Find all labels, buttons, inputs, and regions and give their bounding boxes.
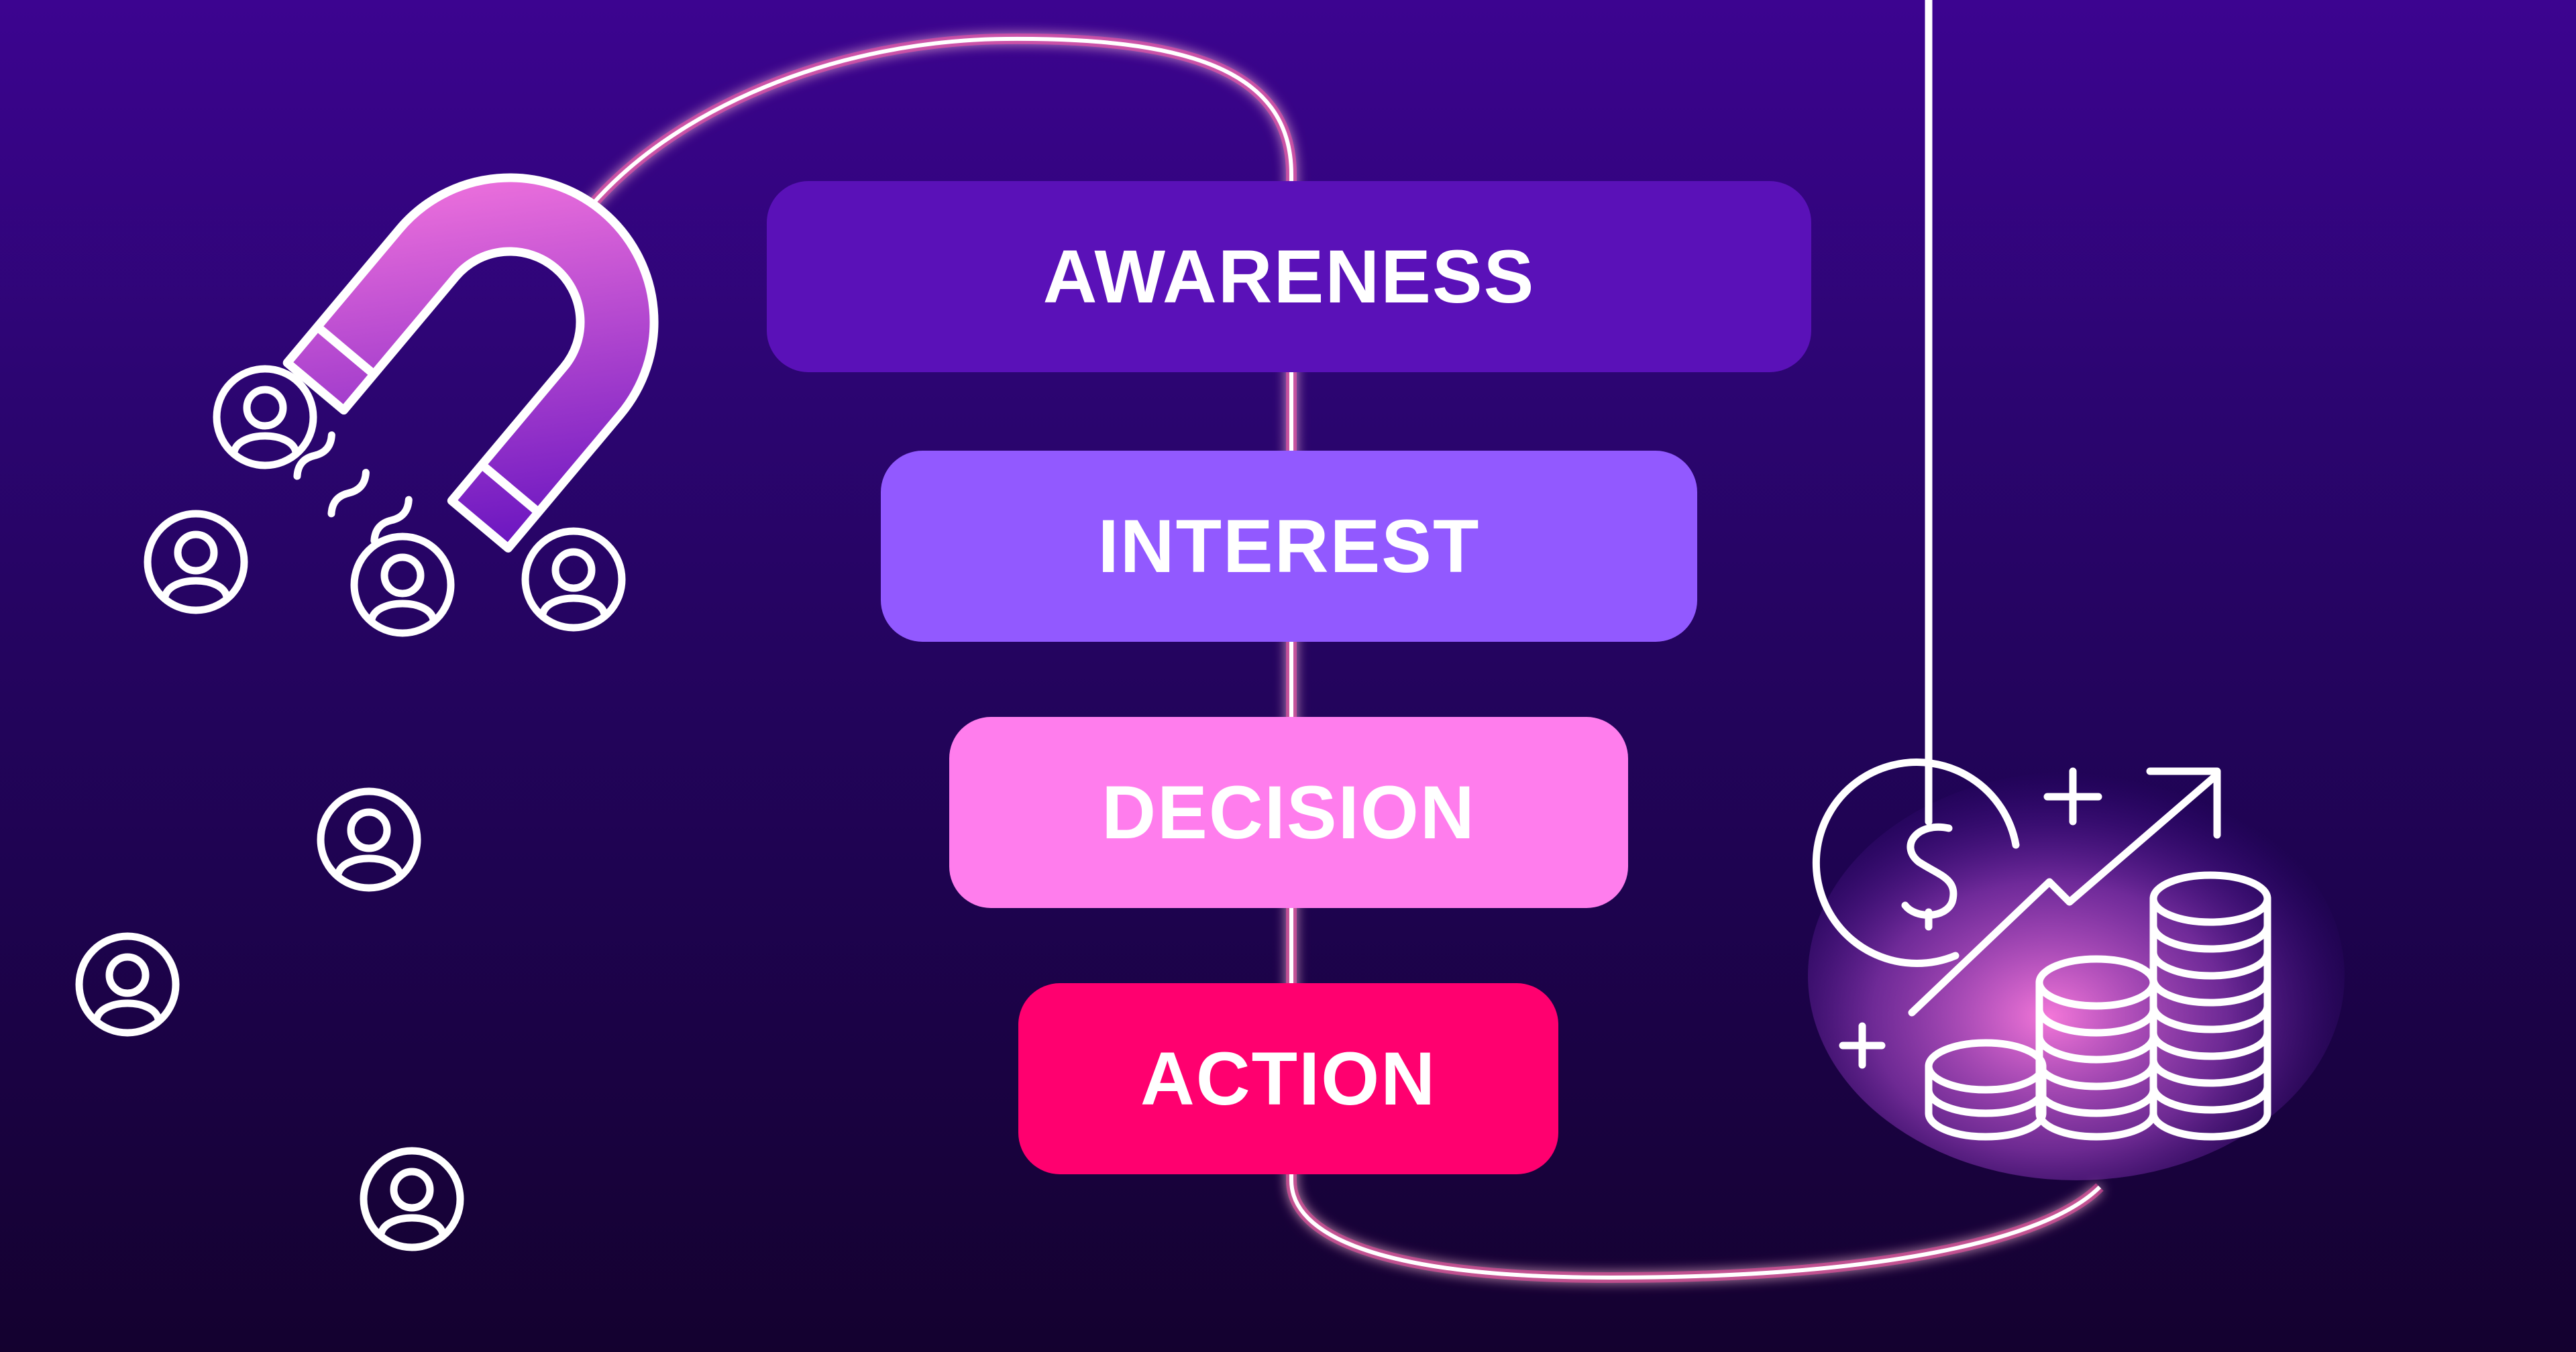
user-circle-icon [360,1147,464,1251]
funnel-connector-line [579,33,2104,1284]
funnel-stage-awareness: AWARENESS [767,181,1811,372]
funnel-stage-decision: DECISION [949,717,1628,908]
user-circle-icon [521,527,626,632]
user-circle-icon [350,532,455,637]
user-circle-icon [317,787,421,892]
user-circle-icon [144,510,248,614]
funnel-stage-action: ACTION [1018,983,1558,1174]
money-growth-icon [1808,0,2345,1180]
user-circle-icon [75,932,180,1037]
magnet-icon [282,173,659,553]
user-circle-icon [213,365,317,469]
funnel-stage-interest: INTEREST [881,451,1697,642]
